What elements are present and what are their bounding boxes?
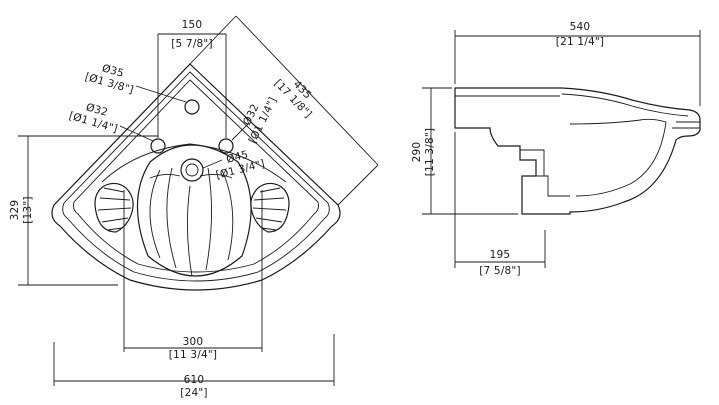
tap-hole-right bbox=[218, 138, 234, 154]
side-rim-line bbox=[561, 93, 689, 117]
leader-tap-hole: Ø35 [Ø1 3/8"] bbox=[84, 62, 187, 103]
drain-mm: Ø45 bbox=[225, 149, 249, 166]
dim-150-in: [5 7/8"] bbox=[171, 38, 213, 50]
side-drain-step bbox=[520, 149, 545, 176]
tap-hole-left bbox=[150, 138, 166, 154]
basin-inner-rim bbox=[73, 79, 319, 273]
side-bowl-inner bbox=[569, 118, 667, 197]
shell-bowl bbox=[136, 144, 252, 277]
dim-290-in: [11 3/8"] bbox=[424, 128, 436, 176]
drain-outer bbox=[180, 158, 204, 182]
ornament-left bbox=[94, 182, 134, 233]
dim-300: 300 [11 3/4"] bbox=[123, 190, 263, 361]
basin-outer-outline bbox=[51, 63, 341, 291]
dim-150-mm: 150 bbox=[182, 19, 203, 31]
dim-195: 195 [7 5/8"] bbox=[454, 132, 546, 277]
dim-195-in: [7 5/8"] bbox=[479, 265, 521, 277]
dim-540-in: [21 1/4"] bbox=[556, 36, 604, 48]
deck-curve bbox=[101, 143, 287, 183]
dim-329-mm: 329 bbox=[9, 200, 21, 221]
side-view: 540 [21 1/4"] 290 [11 3/8"] 195 [7 5/8"] bbox=[411, 21, 701, 277]
hole-left-mm: Ø32 bbox=[84, 101, 109, 119]
dim-300-in: [11 3/4"] bbox=[169, 349, 217, 361]
dim-300-mm: 300 bbox=[183, 336, 204, 348]
side-profile-outline bbox=[454, 87, 701, 215]
dim-610-in: [24"] bbox=[180, 387, 207, 399]
dim-610-mm: 610 bbox=[184, 374, 205, 386]
drain-inner bbox=[185, 163, 199, 177]
dim-540-mm: 540 bbox=[570, 21, 591, 33]
tap-hole-center bbox=[184, 99, 200, 115]
dim-610: 610 [24"] bbox=[53, 334, 335, 399]
leader-hole-right: Ø32 [Ø1 1/4"] bbox=[231, 95, 279, 145]
dim-150: 150 [5 7/8"] bbox=[157, 19, 227, 138]
basin-rim-line bbox=[62, 71, 330, 282]
ornament-right bbox=[250, 182, 290, 233]
tap-hole-mm: Ø35 bbox=[100, 62, 125, 80]
leader-drain: Ø45 [Ø1 3/4"] bbox=[202, 149, 266, 182]
dim-329: 329 [13"] bbox=[9, 135, 158, 286]
leader-hole-left: Ø32 [Ø1 1/4"] bbox=[68, 101, 154, 142]
dim-540: 540 [21 1/4"] bbox=[454, 21, 701, 106]
side-drain-stem bbox=[536, 175, 570, 197]
dim-290: 290 [11 3/8"] bbox=[411, 87, 518, 215]
dim-329-in: [13"] bbox=[22, 196, 34, 223]
dim-290-mm: 290 bbox=[411, 142, 423, 163]
dim-195-mm: 195 bbox=[490, 249, 511, 261]
top-view: 150 [5 7/8"] 435 [17 1/8"] Ø35 [Ø1 3/8"] bbox=[9, 15, 379, 399]
